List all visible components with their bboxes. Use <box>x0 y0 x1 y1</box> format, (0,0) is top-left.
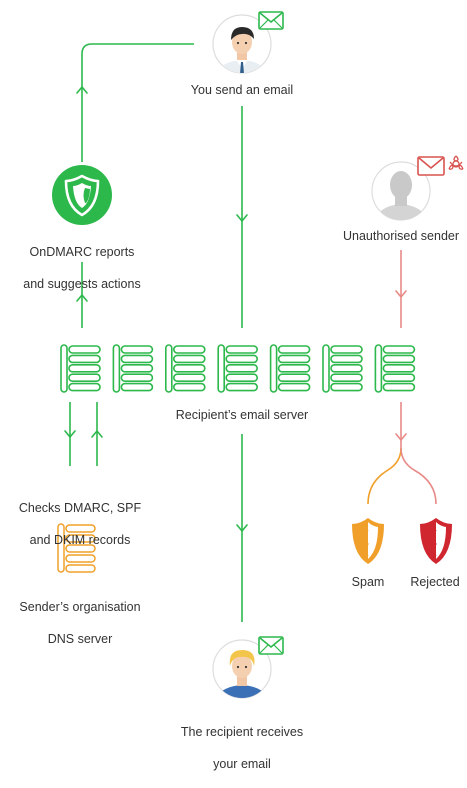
checks-label-line2: and DKIM records <box>29 533 131 547</box>
server-rack <box>269 344 311 393</box>
rejected-shield-icon <box>420 518 452 564</box>
server-rack <box>374 344 416 393</box>
unauthorised-avatar <box>371 155 464 221</box>
checks-label: Checks DMARC, SPF and DKIM records <box>0 484 170 564</box>
dns-server-icon <box>57 523 96 573</box>
dns-label-line1: Sender’s organisation <box>19 600 141 614</box>
chevron-down-icon <box>64 430 76 438</box>
shield-icon <box>52 165 112 225</box>
fork-to-spam <box>367 447 402 505</box>
anonymous-person-icon <box>373 171 429 220</box>
arrowheads <box>64 86 407 532</box>
server-rack <box>217 344 258 393</box>
fork-to-rejected <box>400 447 437 505</box>
server-rack <box>60 344 101 393</box>
server-rack <box>112 344 154 393</box>
recipient-avatar <box>212 636 284 699</box>
recipient-label: The recipient receives your email <box>137 708 347 788</box>
envelope-icon <box>417 156 445 176</box>
flow-diagram <box>52 11 464 699</box>
server-rack <box>165 344 206 393</box>
chevron-down-icon <box>395 290 407 298</box>
biohazard-icon <box>448 155 464 170</box>
rejected-label: Rejected <box>410 575 460 589</box>
recipient-label-line1: The recipient receives <box>180 725 304 739</box>
dns-label: Sender’s organisation DNS server <box>0 583 170 663</box>
ondmarc-label-line1: OnDMARC reports <box>29 245 135 259</box>
chevron-up-icon <box>76 294 88 302</box>
server-rack <box>322 344 363 393</box>
arrow-ondmarc-to-sender <box>81 43 194 162</box>
ondmarc-label: OnDMARC reports and suggests actions <box>0 228 172 308</box>
chevron-down-icon <box>395 433 407 441</box>
chevron-down-icon <box>236 524 248 532</box>
unauthorised-label: Unauthorised sender <box>342 229 460 243</box>
recipient-label-line2: your email <box>213 757 271 771</box>
chevron-down-icon <box>236 214 248 222</box>
envelope-icon <box>258 11 284 30</box>
sender-label: You send an email <box>190 83 294 97</box>
dns-label-line2: DNS server <box>47 632 113 646</box>
server-rack-icon <box>60 344 416 393</box>
server-label: Recipient’s email server <box>175 408 309 422</box>
sender-avatar <box>212 11 284 74</box>
spam-shield-icon <box>352 518 384 564</box>
connectors <box>69 43 437 622</box>
checks-label-line1: Checks DMARC, SPF <box>18 501 142 515</box>
chevron-up-icon <box>76 86 88 94</box>
ondmarc-label-line2: and suggests actions <box>23 277 141 291</box>
chevron-up-icon <box>91 430 103 438</box>
spam-label: Spam <box>351 575 385 589</box>
envelope-icon <box>258 636 284 655</box>
